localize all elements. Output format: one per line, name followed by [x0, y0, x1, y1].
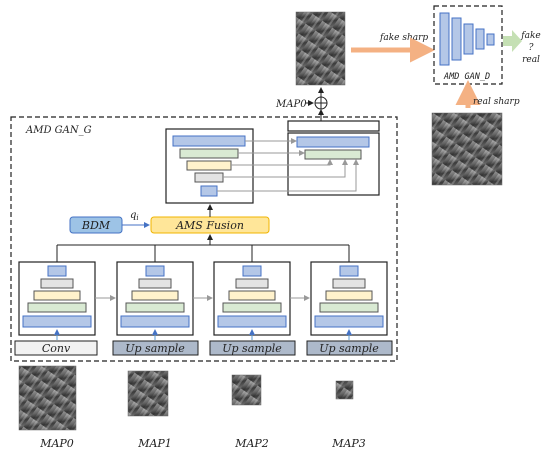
- map2-label: MAP2: [234, 437, 269, 450]
- skip-connection: [223, 159, 348, 178]
- residual-map-label: MAP0: [275, 99, 307, 110]
- disc-layer-3: [463, 23, 474, 55]
- branch-encoder-3: [213, 261, 291, 336]
- output-line: ?: [529, 43, 534, 53]
- map1-image: [127, 370, 169, 417]
- fusion-layer-5: [200, 185, 218, 197]
- ams-fusion-label: AMS Fusion: [175, 219, 244, 232]
- decoder-layer-2: [304, 149, 362, 160]
- skip-connection: [231, 159, 333, 166]
- map3-label: MAP3: [331, 437, 366, 450]
- real-sharp-image: [431, 112, 503, 186]
- branch-encoder-2: [116, 261, 194, 336]
- disc-layer-4: [475, 28, 485, 50]
- disc-layer-5: [486, 33, 495, 46]
- generator-title: AMD GAN_G: [25, 125, 92, 136]
- real-sharp-label: real sharp: [473, 97, 520, 107]
- upsample-box: [306, 340, 393, 356]
- discriminator-title: AMD GAN_D: [443, 72, 490, 82]
- conv-box: [14, 340, 98, 356]
- output-line: real: [522, 55, 540, 65]
- upsample-label: Up sample: [222, 342, 282, 355]
- fake-sharp-label: fake sharp: [379, 33, 428, 43]
- output-arrow: [503, 30, 522, 52]
- output-line: fake: [520, 31, 540, 41]
- fusion-layer-3: [186, 160, 232, 171]
- branch-encoder-1: [18, 261, 96, 336]
- bdm-label: BDM: [81, 219, 111, 232]
- map1-label: MAP1: [137, 437, 172, 450]
- upsample-label: Up sample: [125, 342, 185, 355]
- map2-image: [231, 374, 262, 406]
- map3-image: [335, 380, 354, 400]
- upsample-box: [209, 340, 296, 356]
- fake-sharp-image: [295, 11, 346, 86]
- skip-connection: [217, 159, 359, 192]
- fusion-layer-4: [194, 172, 224, 183]
- conv-label: Conv: [42, 342, 71, 355]
- decoder-top-bar: [287, 120, 380, 132]
- upsample-label: Up sample: [319, 342, 379, 355]
- map0-label: MAP0: [39, 437, 74, 450]
- fusion-layer-1: [172, 135, 246, 147]
- q-label: qi: [130, 210, 139, 222]
- disc-layer-2: [451, 17, 462, 61]
- upsample-box: [112, 340, 199, 356]
- decoder-layer-1: [296, 136, 370, 148]
- branch-encoder-4: [310, 261, 388, 336]
- map0-image: [18, 365, 77, 431]
- disc-layer-1: [439, 12, 450, 66]
- fusion-layer-2: [179, 148, 239, 159]
- generator-box: [10, 116, 398, 362]
